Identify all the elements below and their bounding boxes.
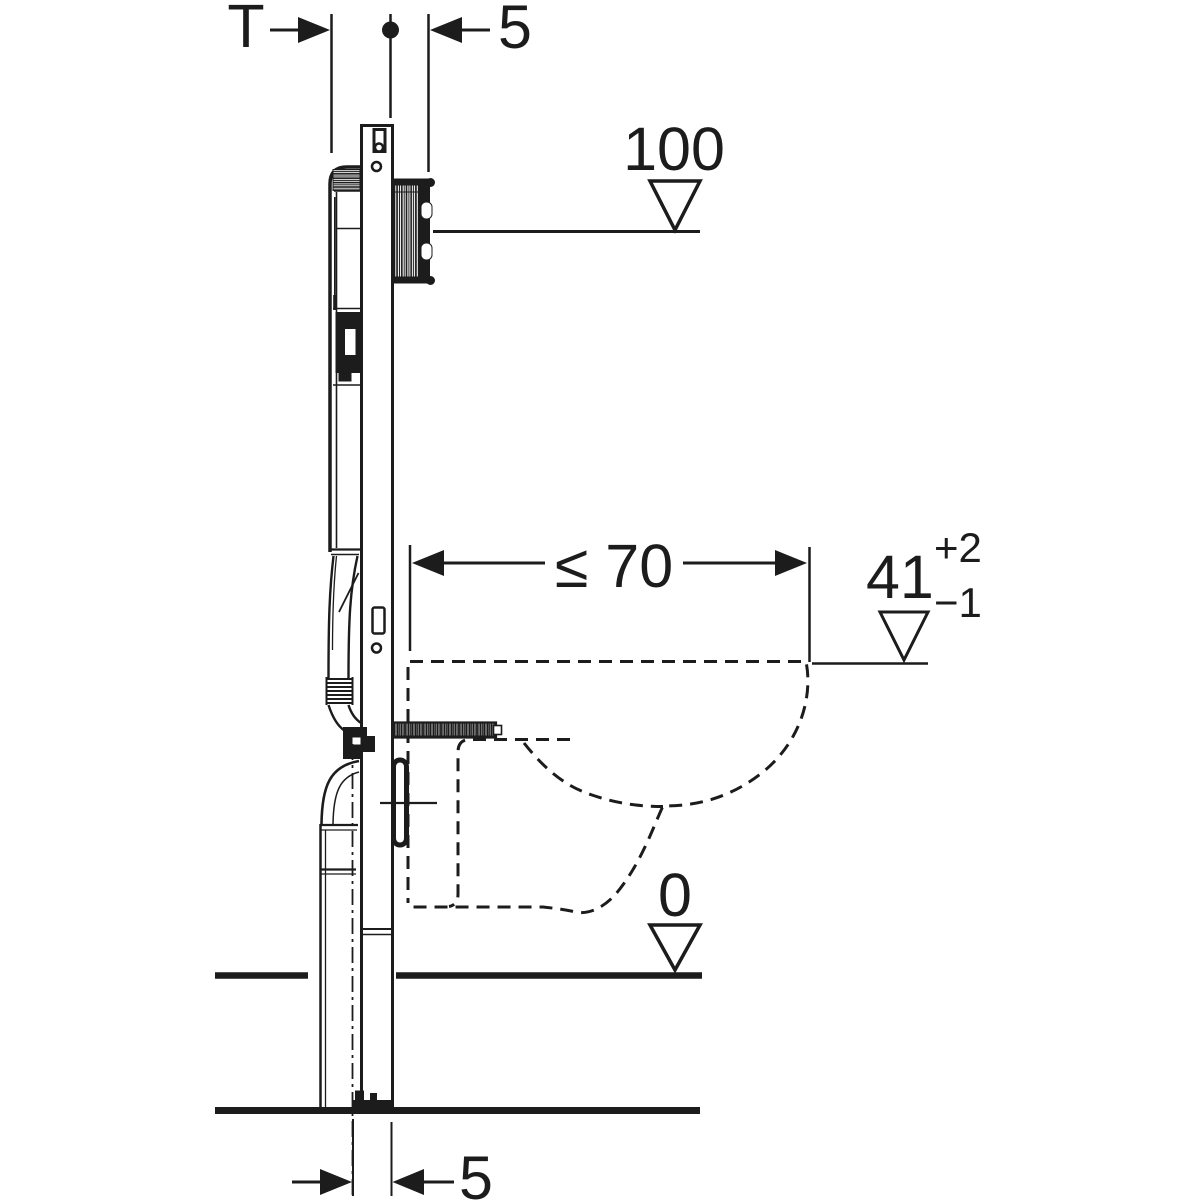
flush-pipe-left-wall bbox=[327, 555, 335, 679]
bottom-offset-arrowhead-right bbox=[392, 1169, 424, 1195]
threaded-rod-end bbox=[492, 724, 503, 736]
level-41-triangle bbox=[877, 610, 931, 664]
bracket-hatch-area bbox=[392, 183, 421, 279]
bottom-offset-arrowhead-left bbox=[320, 1169, 352, 1195]
cistern-top-cap-hatch bbox=[332, 169, 361, 191]
dimension-top-offset-label: 5 bbox=[498, 0, 532, 61]
flush-valve-right-spine bbox=[355, 312, 363, 373]
pan-connector-notch bbox=[351, 736, 362, 746]
bracket-bottom-knob bbox=[426, 276, 435, 285]
flush-and-drain-piping bbox=[319, 555, 375, 1196]
level-100-triangle bbox=[647, 179, 703, 234]
rail-mid-slot bbox=[371, 606, 386, 635]
bracket-notch-upper bbox=[420, 201, 433, 220]
wall-anchor-bracket bbox=[392, 178, 435, 285]
pan-inner-bowl-curve bbox=[522, 742, 664, 808]
bellows-ridges bbox=[327, 678, 352, 704]
floor-lines bbox=[215, 972, 702, 1114]
foot-bolt-right bbox=[370, 1093, 377, 1101]
dimension-depth-T: T bbox=[227, 0, 333, 153]
dimension-pan-depth-label: ≤ 70 bbox=[555, 532, 673, 600]
pan-fixing-hardware bbox=[380, 721, 503, 848]
pan-depth-arrowhead-right bbox=[775, 550, 807, 576]
level-marker-0: 0 bbox=[647, 861, 703, 974]
pan-depth-arrowhead-left bbox=[412, 550, 444, 576]
drain-elbow-outer bbox=[320, 759, 360, 825]
bracket-top-knob bbox=[426, 178, 435, 187]
bracket-top-cap bbox=[392, 178, 432, 186]
bracket-notch-lower bbox=[420, 242, 433, 261]
rail-mid-hole bbox=[370, 642, 383, 654]
flush-pipe-right-wall bbox=[347, 555, 359, 679]
dimension-bottom-offset-5: 5 bbox=[292, 1119, 493, 1200]
level-0-triangle bbox=[647, 923, 703, 974]
level-marker-41: 41 +2 −1 bbox=[812, 524, 982, 665]
flush-valve-left-spine bbox=[335, 312, 345, 373]
pan-body-outline bbox=[410, 660, 810, 915]
depth-arrowhead bbox=[298, 17, 330, 43]
dimension-top-offset-5: 5 bbox=[382, 0, 532, 172]
bend-to-connector-right bbox=[347, 704, 362, 724]
level-marker-100: 100 bbox=[433, 115, 725, 234]
drain-elbow-inner bbox=[332, 771, 360, 825]
flush-valve-tab bbox=[338, 372, 352, 382]
wc-pan-outline bbox=[406, 660, 810, 915]
foot-bolt-left bbox=[355, 1090, 364, 1101]
pan-inner-rim bbox=[448, 738, 570, 908]
dimension-bottom-offset-label: 5 bbox=[459, 1144, 493, 1200]
level-41-label: 41 bbox=[866, 543, 934, 611]
level-41-tolerance-minus: −1 bbox=[934, 579, 982, 626]
dimension-pan-depth-70: ≤ 70 bbox=[408, 532, 811, 662]
level-100-label: 100 bbox=[623, 115, 725, 183]
concealed-cistern bbox=[328, 165, 363, 556]
bracket-bottom-cap bbox=[392, 276, 432, 284]
actuator-rod-end bbox=[333, 295, 337, 310]
mounting-frame-rail bbox=[352, 124, 394, 1110]
rail-top-slot-pin bbox=[373, 142, 385, 153]
bend-to-connector-left bbox=[327, 704, 346, 732]
top-offset-arrowhead bbox=[430, 17, 462, 43]
level-0-label: 0 bbox=[658, 861, 692, 929]
flush-pipe-taper bbox=[338, 572, 360, 613]
bracket-bar bbox=[419, 184, 430, 278]
flush-pipe-inner-wall bbox=[331, 555, 338, 651]
dimension-depth-label: T bbox=[227, 0, 264, 60]
foot-plate bbox=[352, 1100, 392, 1110]
rail-top-hole bbox=[370, 160, 383, 173]
threaded-rod bbox=[391, 721, 498, 739]
level-41-tolerance-plus: +2 bbox=[934, 524, 982, 571]
